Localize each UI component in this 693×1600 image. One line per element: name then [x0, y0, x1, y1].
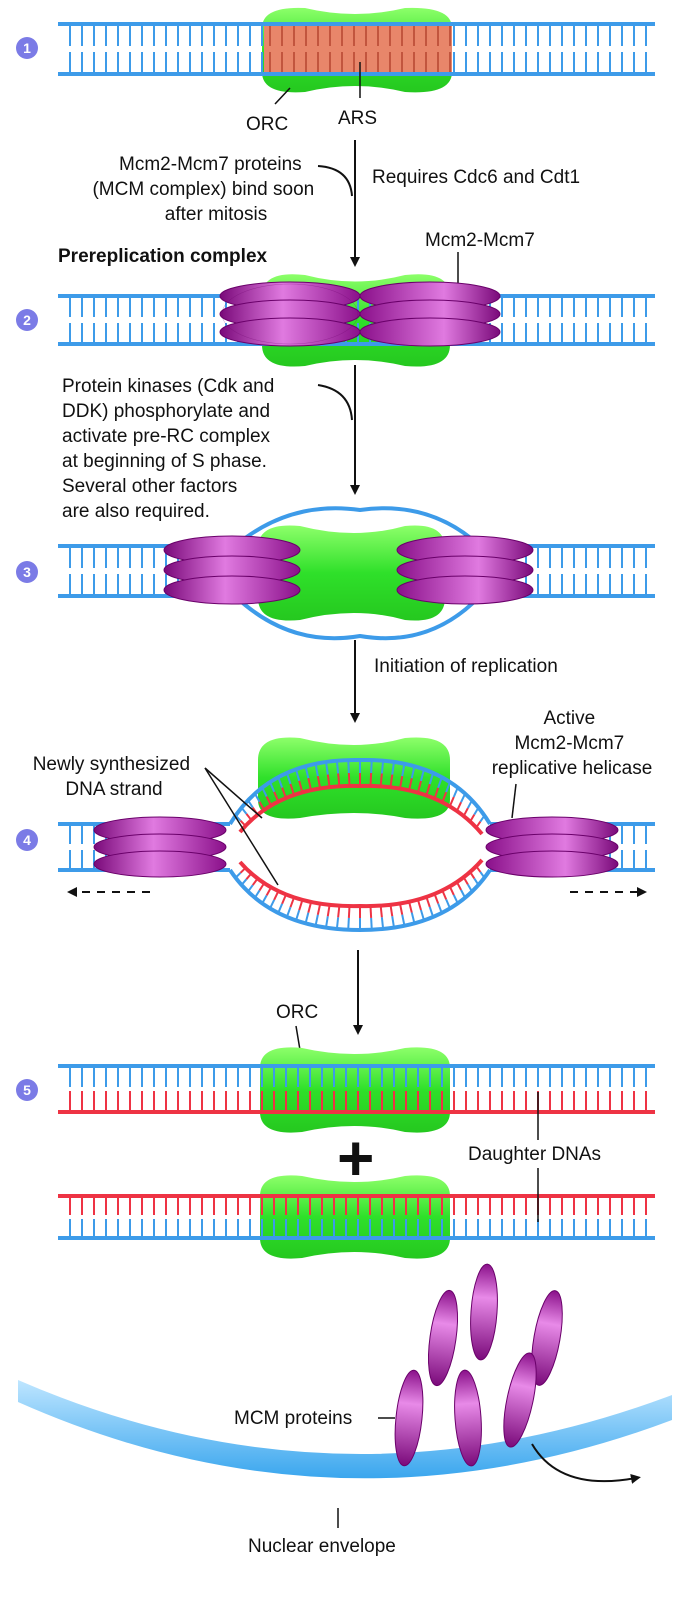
daughter-dnas-label: Daughter DNAs [468, 1144, 601, 1165]
ars-label: ARS [338, 108, 377, 129]
step-4: 4 Newly s [16, 708, 655, 933]
step-1: 1 ORC ARS [16, 7, 655, 135]
step-number-3: 3 [23, 564, 31, 580]
newly-synthesized-label: Newly synthesized DNA strand [33, 754, 196, 800]
active-mcm-right [485, 816, 619, 878]
orc5-leader-line [295, 1025, 301, 1051]
newly-leader-1 [204, 767, 263, 819]
mcm-hexamer-left [163, 535, 301, 605]
kinases-text: Protein kinases (Cdk and DDK) phosphoryl… [62, 376, 280, 522]
step-2: Prereplication complex Mcm2-Mcm7 2 [16, 230, 655, 367]
initiation-text: Initiation of replication [374, 656, 558, 677]
nuclear-envelope [18, 1380, 672, 1479]
mcm-double-hexamer [219, 281, 501, 347]
orc-leader-line [274, 87, 291, 105]
transition-2-3: Protein kinases (Cdk and DDK) phosphoryl… [62, 365, 360, 522]
active-helicase-label: Active Mcm2-Mcm7 replicative helicase [492, 708, 653, 779]
step-5: 5 ORC + Daughter DNAs [16, 1002, 655, 1259]
active-leader-line [511, 783, 517, 819]
step-badge-1 [16, 37, 38, 59]
ars-region [264, 26, 452, 72]
requires-text: Requires Cdc6 and Cdt1 [372, 167, 580, 188]
step-number-1: 1 [23, 40, 31, 56]
step-badge-3 [16, 561, 38, 583]
step-3: 3 [16, 506, 655, 641]
step-number-4: 4 [23, 832, 31, 848]
prerep-complex-title: Prereplication complex [58, 246, 268, 267]
active-mcm-left [93, 816, 227, 878]
orc-protein-daughter-1 [260, 1047, 450, 1133]
mcm-proteins-label: MCM proteins [234, 1408, 352, 1429]
free-mcm-proteins [394, 1263, 563, 1467]
step-number-5: 5 [23, 1082, 31, 1098]
orc-label: ORC [246, 114, 288, 135]
daughter-dna-1 [58, 1064, 655, 1114]
transition-1-2: Mcm2-Mcm7 proteins (MCM complex) bind so… [92, 140, 580, 267]
step-number-2: 2 [23, 312, 31, 328]
mcm-label: Mcm2-Mcm7 [425, 230, 535, 251]
orc-label-5: ORC [276, 1002, 318, 1023]
nuclear-envelope-label: Nuclear envelope [248, 1536, 396, 1557]
step-badge-2 [16, 309, 38, 331]
mcm-bind-text: Mcm2-Mcm7 proteins (MCM complex) bind so… [92, 154, 319, 225]
mcm-hexamer-right [396, 535, 534, 605]
orc-protein-daughter-2 [260, 1175, 450, 1259]
daughter-dna-2 [58, 1194, 655, 1240]
step-badge-5 [16, 1079, 38, 1101]
transition-3-4: Initiation of replication [350, 640, 558, 723]
step-badge-4 [16, 829, 38, 851]
orc-protein [258, 737, 450, 819]
export-arrow [531, 1443, 641, 1484]
newly-leader-2 [204, 767, 279, 886]
